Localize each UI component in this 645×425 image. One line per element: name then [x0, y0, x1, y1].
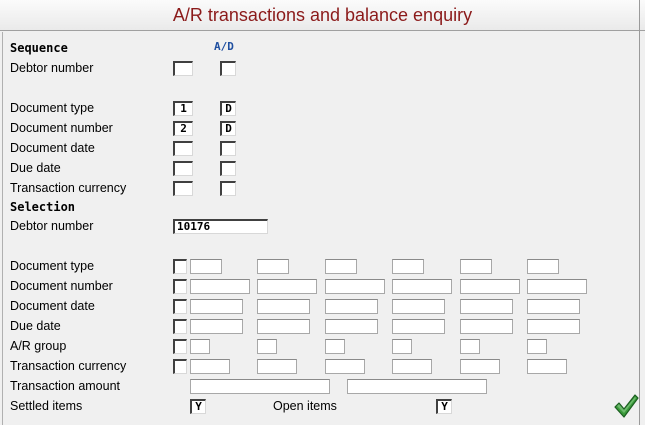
open-items-label: Open items [273, 399, 337, 413]
sel-transaction-currency-label: Transaction currency [10, 359, 127, 373]
ad-heading: A/D [214, 40, 234, 53]
sel-document-number-value-5[interactable] [460, 279, 520, 294]
sel-document-date-value-3[interactable] [325, 299, 378, 314]
sel-document-number-op[interactable] [173, 279, 187, 294]
seq-due-date-order[interactable] [173, 161, 193, 176]
sel-document-type-value-3[interactable] [325, 259, 357, 274]
sel-transaction-currency-value-2[interactable] [257, 359, 297, 374]
sel-ar-group-label: A/R group [10, 339, 67, 353]
title-bar: A/R transactions and balance enquiry [0, 0, 645, 31]
checkmark-icon[interactable] [613, 393, 639, 419]
sel-transaction-currency-value-6[interactable] [527, 359, 567, 374]
sel-document-type-value-2[interactable] [257, 259, 289, 274]
sel-document-type-value-1[interactable] [190, 259, 222, 274]
sel-transaction-currency-value-1[interactable] [190, 359, 230, 374]
seq-document-number-order[interactable]: 2 [173, 121, 193, 136]
seq-debtor-number-order[interactable] [173, 61, 193, 76]
sel-ar-group-value-5[interactable] [460, 339, 480, 354]
sel-ar-group-value-2[interactable] [257, 339, 277, 354]
sel-document-date-label: Document date [10, 299, 95, 313]
sel-document-type-op[interactable] [173, 259, 187, 274]
sel-ar-group-op[interactable] [173, 339, 187, 354]
sel-document-number-value-3[interactable] [325, 279, 385, 294]
sel-due-date-label: Due date [10, 319, 61, 333]
sel-document-date-op[interactable] [173, 299, 187, 314]
sel-document-date-value-6[interactable] [527, 299, 580, 314]
settled-items-input[interactable]: Y [190, 399, 206, 414]
sel-document-number-value-1[interactable] [190, 279, 250, 294]
seq-transaction-currency-label: Transaction currency [10, 181, 127, 195]
seq-due-date-ad[interactable] [220, 161, 236, 176]
sel-document-type-value-4[interactable] [392, 259, 424, 274]
sel-due-date-value-2[interactable] [257, 319, 310, 334]
sel-debtor-number-input[interactable]: 10176 [173, 219, 268, 234]
seq-document-number-label: Document number [10, 121, 113, 135]
seq-document-number-ad[interactable]: D [220, 121, 236, 136]
window-title: A/R transactions and balance enquiry [172, 5, 473, 25]
settled-items-label: Settled items [10, 399, 83, 413]
sel-transaction-currency-value-3[interactable] [325, 359, 365, 374]
sel-transaction-currency-op[interactable] [173, 359, 187, 374]
sel-document-number-value-6[interactable] [527, 279, 587, 294]
sel-document-number-value-4[interactable] [392, 279, 452, 294]
sel-document-number-label: Document number [10, 279, 113, 293]
seq-due-date-label: Due date [10, 161, 61, 175]
sel-ar-group-value-6[interactable] [527, 339, 547, 354]
sel-due-date-value-5[interactable] [460, 319, 513, 334]
sel-document-date-value-5[interactable] [460, 299, 513, 314]
seq-document-date-label: Document date [10, 141, 95, 155]
sel-due-date-value-6[interactable] [527, 319, 580, 334]
sel-ar-group-value-4[interactable] [392, 339, 412, 354]
sel-transaction-currency-value-5[interactable] [460, 359, 500, 374]
sel-due-date-value-1[interactable] [190, 319, 243, 334]
seq-document-type-label: Document type [10, 101, 95, 115]
sel-document-number-value-2[interactable] [257, 279, 317, 294]
left-border [2, 32, 3, 425]
sel-due-date-op[interactable] [173, 319, 187, 334]
sel-document-date-value-2[interactable] [257, 299, 310, 314]
sel-transaction-currency-value-4[interactable] [392, 359, 432, 374]
open-items-input[interactable]: Y [436, 399, 452, 414]
seq-document-type-ad[interactable]: D [220, 101, 236, 116]
seq-debtor-number-label: Debtor number [10, 61, 94, 75]
seq-document-date-ad[interactable] [220, 141, 236, 156]
sel-debtor-number-label: Debtor number [10, 219, 94, 233]
sel-due-date-value-4[interactable] [392, 319, 445, 334]
sel-ar-group-value-1[interactable] [190, 339, 210, 354]
right-border [639, 0, 640, 425]
sel-document-date-value-1[interactable] [190, 299, 243, 314]
seq-transaction-currency-ad[interactable] [220, 181, 236, 196]
seq-document-date-order[interactable] [173, 141, 193, 156]
sequence-heading: Sequence [10, 41, 68, 55]
seq-debtor-number-ad[interactable] [220, 61, 236, 76]
sel-due-date-value-3[interactable] [325, 319, 378, 334]
sel-transaction-amount-from[interactable] [190, 379, 330, 394]
sel-document-type-value-6[interactable] [527, 259, 559, 274]
sel-transaction-amount-label: Transaction amount [10, 379, 121, 393]
sel-document-type-value-5[interactable] [460, 259, 492, 274]
seq-transaction-currency-order[interactable] [173, 181, 193, 196]
sel-ar-group-value-3[interactable] [325, 339, 345, 354]
seq-document-type-order[interactable]: 1 [173, 101, 193, 116]
sel-document-type-label: Document type [10, 259, 95, 273]
selection-heading: Selection [10, 200, 76, 214]
sel-transaction-amount-to[interactable] [347, 379, 487, 394]
sel-document-date-value-4[interactable] [392, 299, 445, 314]
